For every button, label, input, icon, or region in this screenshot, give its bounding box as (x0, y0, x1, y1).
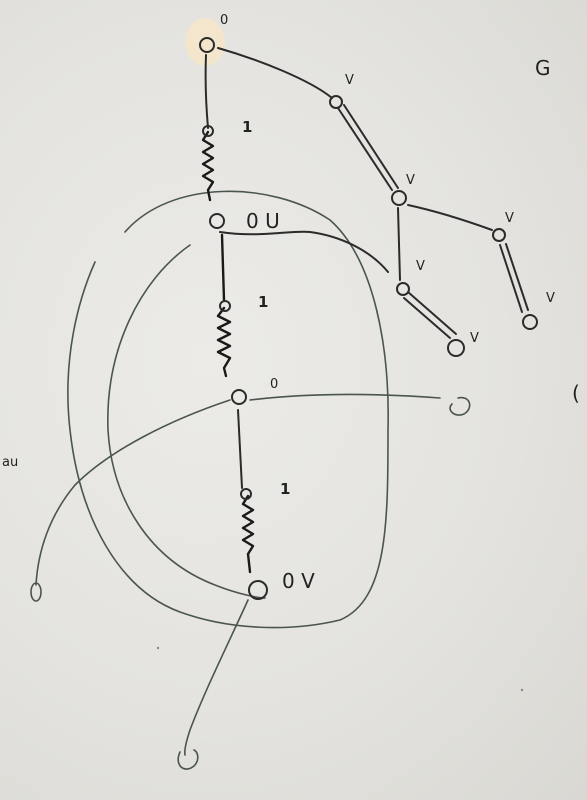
curve-to-left-node (35, 399, 231, 586)
edge-t2-to-t3 (407, 204, 493, 231)
edge-weight-1: 1 (242, 118, 252, 136)
node-mid (231, 389, 247, 405)
label-t1: V (345, 73, 354, 88)
node-chain3-top (240, 488, 252, 500)
node-left (30, 582, 42, 602)
light-glare (185, 18, 225, 66)
node-chain2-top (219, 300, 231, 312)
compressed-chain-1 (201, 130, 215, 202)
node-chain1-top (202, 125, 214, 137)
compressed-chain-2 (216, 233, 232, 378)
node-v (248, 580, 268, 600)
node-t4 (396, 282, 410, 296)
edge-mid-to-chain3 (237, 409, 243, 489)
label-t4: V (416, 259, 425, 274)
outer-loop-curve (67, 190, 389, 629)
compressed-chain-3 (241, 494, 255, 574)
node-t3 (492, 228, 506, 242)
edge-weight-3: 1 (280, 480, 290, 498)
edge-t3-to-t6 (499, 243, 529, 313)
edge-u-to-right (219, 230, 389, 273)
edge-root-to-chain (204, 54, 209, 129)
label-v: 0 V (282, 569, 315, 593)
node-u (209, 213, 225, 229)
speck (520, 688, 524, 692)
edge-weight-2: 1 (258, 293, 268, 311)
speck (156, 646, 160, 650)
edge-root-to-t1 (217, 47, 333, 99)
node-root (199, 37, 215, 53)
label-t5: V (470, 331, 479, 346)
node-right-mid (449, 396, 471, 416)
label-mid: 0 (270, 377, 278, 392)
inner-loop-curve (107, 244, 266, 599)
edge-t4-to-t5 (403, 291, 457, 339)
node-t2 (391, 190, 407, 206)
margin-text: au (2, 455, 18, 470)
curve-to-bottom-node (183, 599, 249, 756)
node-t6 (522, 314, 538, 330)
node-bottom (177, 749, 199, 770)
node-t1 (329, 95, 343, 109)
label-root: 0 (220, 13, 228, 28)
edge-t1-to-t2 (337, 104, 399, 191)
label-t3: V (505, 211, 514, 226)
label-t2: V (406, 173, 415, 188)
node-t5 (447, 339, 465, 357)
graph-label-partial: ( (572, 381, 580, 405)
graph-label: G (535, 56, 551, 80)
label-u: 0 U (246, 209, 280, 233)
line-mid-right (249, 393, 441, 401)
edge-t2-to-t4 (397, 207, 401, 281)
label-t6: V (546, 291, 555, 306)
